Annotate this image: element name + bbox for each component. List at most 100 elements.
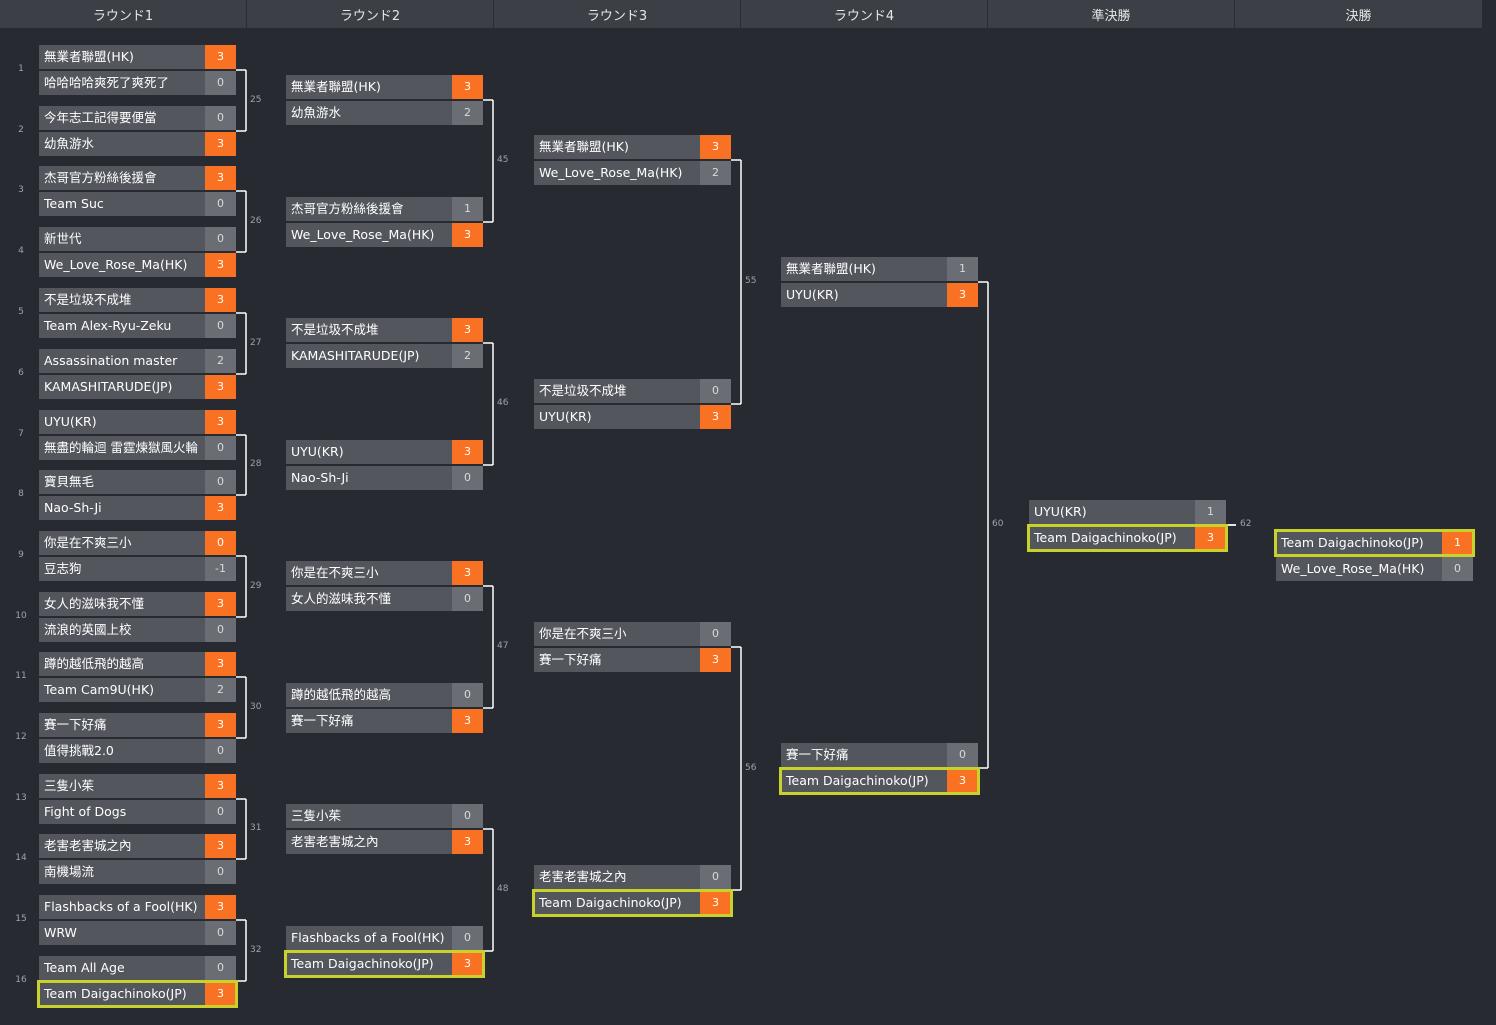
team-slot[interactable]: Team Cam9U(HK)2 <box>39 678 236 702</box>
team-slot[interactable]: 無業者聯盟(HK)3 <box>39 45 236 69</box>
team-name: 不是垃圾不成堆 <box>534 379 700 403</box>
round-header-1[interactable]: ラウンド1 <box>0 0 247 28</box>
match-label: 29 <box>250 580 262 591</box>
team-name: Team Alex-Ryu-Zeku <box>39 314 205 338</box>
team-score: 0 <box>205 800 236 824</box>
team-slot[interactable]: Team Daigachinoko(JP)3 <box>37 980 238 1008</box>
team-slot[interactable]: KAMASHITARUDE(JP)3 <box>39 375 236 399</box>
team-name: Team Suc <box>39 192 205 216</box>
team-slot[interactable]: Flashbacks of a Fool(HK)0 <box>286 926 483 950</box>
team-name: UYU(KR) <box>534 405 700 429</box>
team-slot[interactable]: Team Daigachinoko(JP)1 <box>1274 529 1475 557</box>
team-score: 0 <box>205 227 236 251</box>
team-name: 流浪的英國上校 <box>39 618 205 642</box>
team-slot[interactable]: UYU(KR)1 <box>1029 500 1226 524</box>
team-slot[interactable]: 豆志狗-1 <box>39 557 236 581</box>
team-name: Nao-Sh-Ji <box>39 496 205 520</box>
team-slot[interactable]: Flashbacks of a Fool(HK)3 <box>39 895 236 919</box>
match-label: 25 <box>250 94 262 105</box>
team-score: 3 <box>1195 526 1226 550</box>
team-score: 3 <box>205 45 236 69</box>
team-slot[interactable]: We_Love_Rose_Ma(HK)3 <box>286 223 483 247</box>
team-slot[interactable]: UYU(KR)3 <box>286 440 483 464</box>
team-name: We_Love_Rose_Ma(HK) <box>286 223 452 247</box>
team-slot[interactable]: Team Daigachinoko(JP)3 <box>284 950 485 978</box>
team-slot[interactable]: We_Love_Rose_Ma(HK)0 <box>1276 557 1473 581</box>
team-slot[interactable]: 無業者聯盟(HK)3 <box>534 135 731 159</box>
team-name: 三隻小茱 <box>286 804 452 828</box>
team-slot[interactable]: UYU(KR)3 <box>781 283 978 307</box>
team-slot[interactable]: UYU(KR)3 <box>534 405 731 429</box>
team-score: 3 <box>452 830 483 854</box>
team-slot[interactable]: We_Love_Rose_Ma(HK)2 <box>534 161 731 185</box>
team-score: 3 <box>452 318 483 342</box>
team-slot[interactable]: 無業者聯盟(HK)3 <box>286 75 483 99</box>
team-slot[interactable]: 無業者聯盟(HK)1 <box>781 257 978 281</box>
round-header-3[interactable]: ラウンド3 <box>494 0 741 28</box>
team-slot[interactable]: UYU(KR)3 <box>39 410 236 434</box>
round-header-2[interactable]: ラウンド2 <box>247 0 494 28</box>
team-score: 3 <box>205 375 236 399</box>
team-name: Team All Age <box>39 956 205 980</box>
team-slot[interactable]: Team Daigachinoko(JP)3 <box>1027 524 1228 552</box>
team-slot[interactable]: Team Daigachinoko(JP)3 <box>779 767 980 795</box>
team-score: 1 <box>1442 531 1473 555</box>
round-header-final[interactable]: 決勝 <box>1235 0 1482 28</box>
team-score: 3 <box>205 410 236 434</box>
team-slot[interactable]: Team Daigachinoko(JP)3 <box>532 889 733 917</box>
team-name: 新世代 <box>39 227 205 251</box>
match-number: 1 <box>18 64 24 74</box>
team-name: 老害老害城之內 <box>534 865 700 889</box>
round-header-semifinal[interactable]: 準決勝 <box>988 0 1235 28</box>
match-number: 10 <box>15 611 27 621</box>
team-score: 0 <box>205 921 236 945</box>
team-name: 幼魚游水 <box>286 101 452 125</box>
team-slot[interactable]: KAMASHITARUDE(JP)2 <box>286 344 483 368</box>
team-score: 1 <box>1195 500 1226 524</box>
team-score: 3 <box>947 769 978 793</box>
team-slot[interactable]: We_Love_Rose_Ma(HK)3 <box>39 253 236 277</box>
team-name: Flashbacks of a Fool(HK) <box>286 926 452 950</box>
round-header-4[interactable]: ラウンド4 <box>741 0 988 28</box>
